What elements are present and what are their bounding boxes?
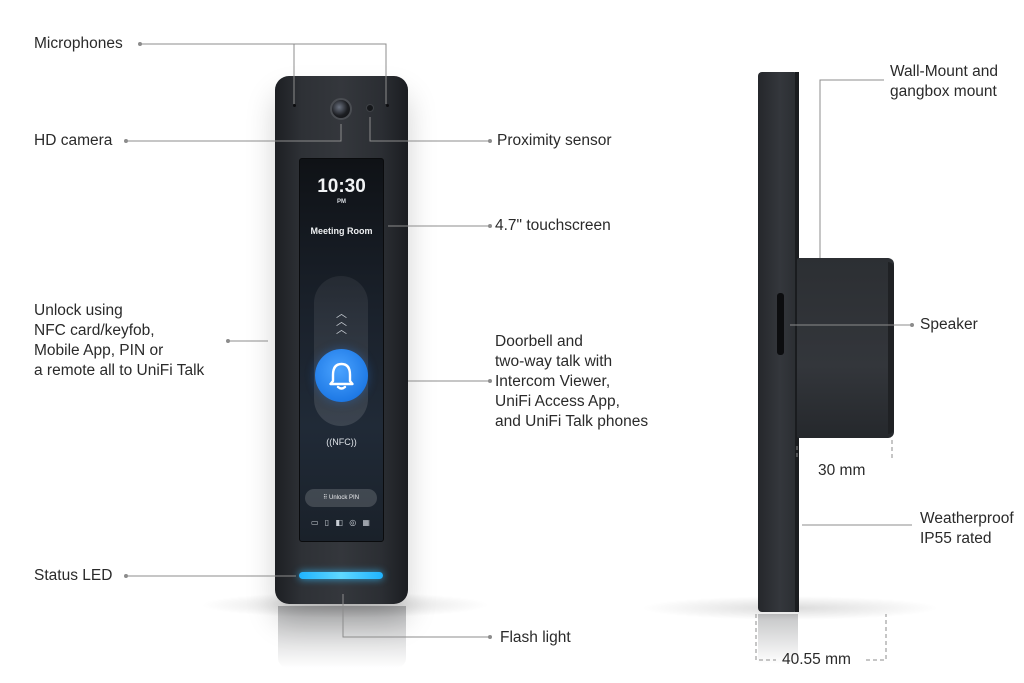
chevron-up-icon: ︿ xyxy=(336,316,347,328)
label-wall-mount-line: Wall-Mount and xyxy=(890,63,998,80)
label-status-led: Status LED xyxy=(34,567,113,584)
status-led-bar xyxy=(299,572,383,579)
microphone-right xyxy=(386,104,389,107)
wall-mount-block xyxy=(797,258,894,438)
label-hd-camera: HD camera xyxy=(34,132,113,149)
label-doorbell-line: UniFi Access App, xyxy=(495,393,620,410)
unlock-pin-label: Unlock PIN xyxy=(329,495,360,501)
label-proximity-sensor: Proximity sensor xyxy=(497,132,612,149)
label-doorbell-line: and UniFi Talk phones xyxy=(495,413,649,430)
label-weatherproof: Weatherproof IP55 rated xyxy=(920,509,1014,549)
label-depth-40: 40.55 mm xyxy=(782,651,851,668)
label-microphones: Microphones xyxy=(34,35,123,52)
screen-time: 10:30 xyxy=(317,176,366,197)
bell-icon xyxy=(329,362,354,390)
camera-lens xyxy=(330,98,352,120)
label-weatherproof-line: IP55 rated xyxy=(920,530,992,547)
label-unlock-line: Mobile App, PIN or xyxy=(34,342,164,359)
microphone-left xyxy=(293,104,296,107)
chevron-up-icon: ︿ xyxy=(336,308,347,320)
label-wall-mount: Wall-Mount and gangbox mount xyxy=(890,62,998,102)
label-unlock: Unlock using NFC card/keyfob, Mobile App… xyxy=(34,301,204,381)
label-wall-mount-line: gangbox mount xyxy=(890,83,997,100)
label-flash-light: Flash light xyxy=(500,629,571,646)
label-doorbell: Doorbell and two-way talk with Intercom … xyxy=(495,332,648,432)
screen-ampm: PM xyxy=(337,199,346,205)
label-doorbell-line: Intercom Viewer, xyxy=(495,373,611,390)
label-touchscreen: 4.7" touchscreen xyxy=(495,217,611,234)
label-speaker: Speaker xyxy=(920,316,978,333)
label-doorbell-line: two-way talk with xyxy=(495,353,613,370)
keypad-icon: ⠿ xyxy=(322,495,330,501)
doorbell-button xyxy=(315,349,368,402)
label-unlock-line: NFC card/keyfob, xyxy=(34,322,155,339)
speaker-slot xyxy=(777,293,784,355)
wall-mount-edge xyxy=(888,262,894,434)
label-unlock-line: Unlock using xyxy=(34,302,123,319)
unlock-method-icons: ▭ ▯ ◧ ◎ ▦ xyxy=(311,518,372,527)
chevron-up-icon: ︿ xyxy=(336,324,347,336)
nfc-indicator: ((NFC)) xyxy=(326,437,357,447)
proximity-sensor-dot xyxy=(366,104,374,112)
label-unlock-line: a remote all to UniFi Talk xyxy=(34,362,205,379)
label-doorbell-line: Doorbell and xyxy=(495,333,583,350)
side-reflection xyxy=(758,614,798,664)
label-depth-30: 30 mm xyxy=(818,462,866,479)
screen-room-name: Meeting Room xyxy=(310,226,373,236)
unlock-pin-button: ⠿ Unlock PIN xyxy=(305,489,377,507)
label-weatherproof-line: Weatherproof xyxy=(920,510,1014,527)
